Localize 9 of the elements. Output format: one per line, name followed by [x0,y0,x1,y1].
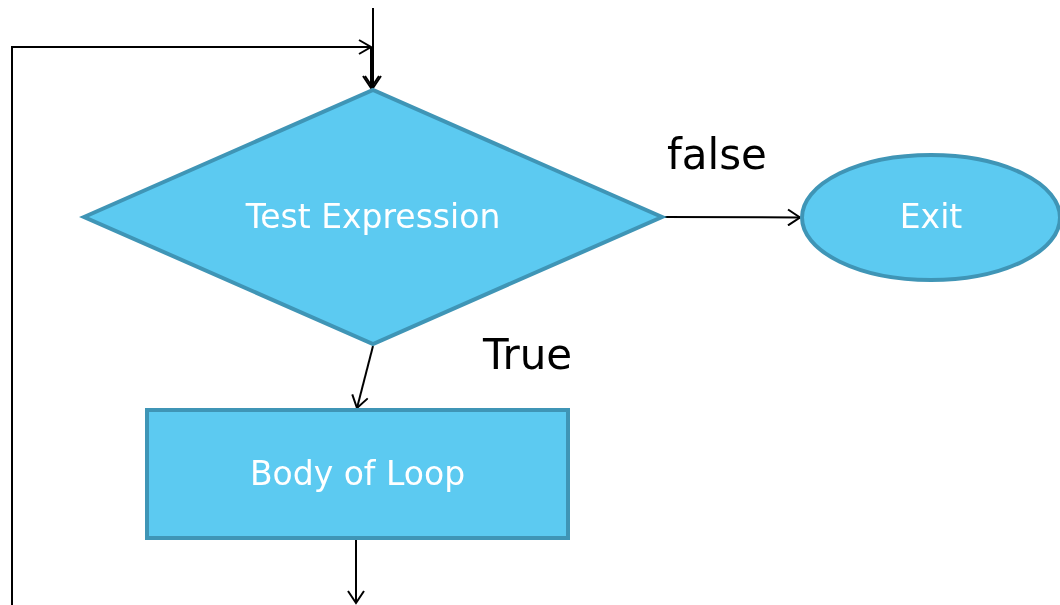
arrow [364,7,382,89]
node-label: Exit [899,196,963,239]
node-label: Test Expression [245,195,501,238]
arrow [11,39,380,605]
arrow [663,208,801,227]
node-label: Body of Loop [249,452,466,495]
arrow [351,345,374,409]
arrow [347,539,365,604]
process-box [145,408,570,540]
